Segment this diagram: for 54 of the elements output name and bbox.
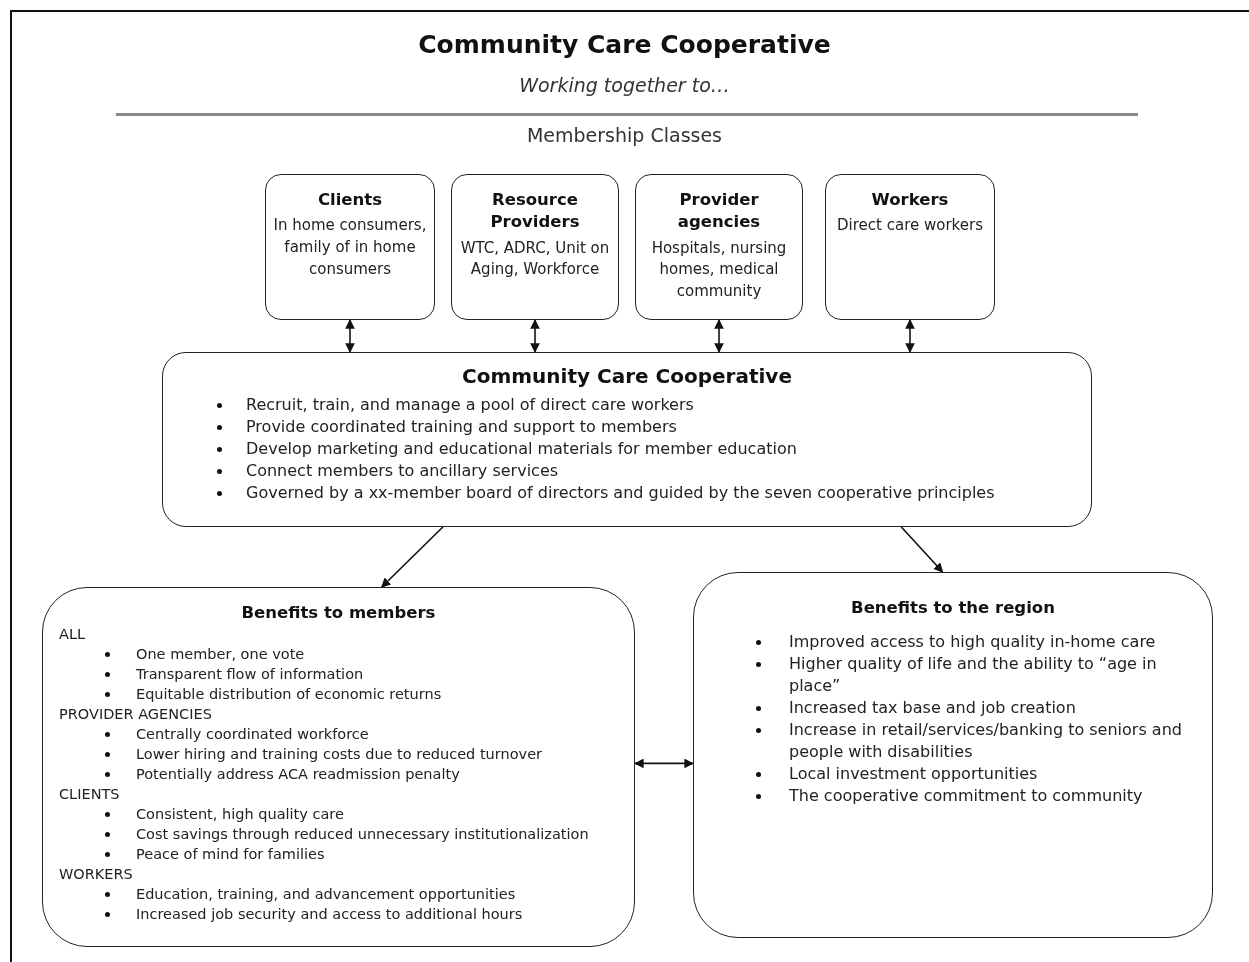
section-label: PROVIDER AGENCIES: [59, 705, 213, 725]
bullet-text: Increased tax base and job creation: [789, 697, 1076, 720]
section-label: CLIENTS: [59, 785, 121, 805]
double-arrow: [530, 319, 540, 353]
rounded-box: [265, 174, 435, 320]
double-arrow: [714, 319, 724, 353]
box-heading: Provider agencies: [676, 189, 762, 234]
arrow: [900, 526, 944, 573]
bullet-text: Improved access to high quality in-home care: [789, 631, 1156, 654]
box-heading: Workers: [871, 189, 949, 211]
diagram-title: Community Care Cooperative: [418, 30, 831, 59]
bullet-text: Potentially address ACA readmission penalty: [136, 765, 460, 785]
bullet-text: Provide coordinated training and support to members: [246, 416, 677, 438]
bullet-text: Local investment opportunities: [789, 763, 1038, 786]
bullet-text: Education, training, and advancement opportunities: [136, 885, 516, 905]
bullet-text: Cost savings through reduced unnecessary institutionalization: [136, 825, 589, 845]
subtitle: Working together to…: [519, 74, 730, 96]
bullet-text: One member, one vote: [136, 645, 305, 665]
box-heading: Benefits to members: [241, 602, 436, 624]
bullet-text: Consistent, high quality care: [136, 805, 344, 825]
bullet-text: Governed by a xx-member board of directors and guided by the seven cooperative principles: [246, 482, 995, 504]
rounded-box: [693, 572, 1213, 938]
rounded-box: [42, 587, 635, 947]
double-arrow: [345, 319, 355, 353]
section-label: WORKERS: [59, 865, 134, 885]
bullet-text: Transparent flow of information: [136, 665, 364, 685]
bullet-text: Peace of mind for families: [136, 845, 325, 865]
double-arrow: [905, 319, 915, 353]
bullet-text: Recruit, train, and manage a pool of direct care workers: [246, 394, 694, 416]
section-label: ALL: [59, 625, 87, 645]
rounded-box: [635, 174, 803, 320]
bullet-text: Higher quality of life and the ability to “age in place”: [789, 653, 1158, 698]
box-heading: Clients: [317, 189, 383, 211]
bullet-text: Lower hiring and training costs due to reduced turnover: [136, 745, 543, 765]
double-arrow: [634, 758, 694, 769]
box-heading: Resource Providers: [489, 189, 581, 234]
box-description: Direct care workers: [837, 215, 983, 237]
box-heading: Benefits to the region: [851, 597, 1055, 619]
bullet-text: Increase in retail/services/banking to seniors and people with disabilities: [789, 719, 1183, 764]
bullet-text: The cooperative commitment to community: [789, 785, 1143, 808]
rounded-box: [162, 352, 1092, 527]
arrow: [381, 526, 444, 588]
box-description: In home consumers, family of in home consumers: [272, 215, 428, 280]
bullet-text: Develop marketing and educational materials for member education: [246, 438, 797, 460]
bullet-text: Centrally coordinated workforce: [136, 725, 369, 745]
rounded-box: [451, 174, 619, 320]
bullet-text: Increased job security and access to additional hours: [136, 905, 523, 925]
bullet-text: Equitable distribution of economic returns: [136, 685, 442, 705]
box-description: Hospitals, nursing homes, medical community: [650, 237, 788, 303]
rounded-box: [825, 174, 995, 320]
box-heading: Community Care Cooperative: [462, 363, 792, 390]
section-heading: Membership Classes: [526, 124, 722, 146]
bullet-text: Connect members to ancillary services: [246, 460, 559, 482]
box-description: WTC, ADRC, Unit on Aging, Workforce: [459, 237, 611, 281]
